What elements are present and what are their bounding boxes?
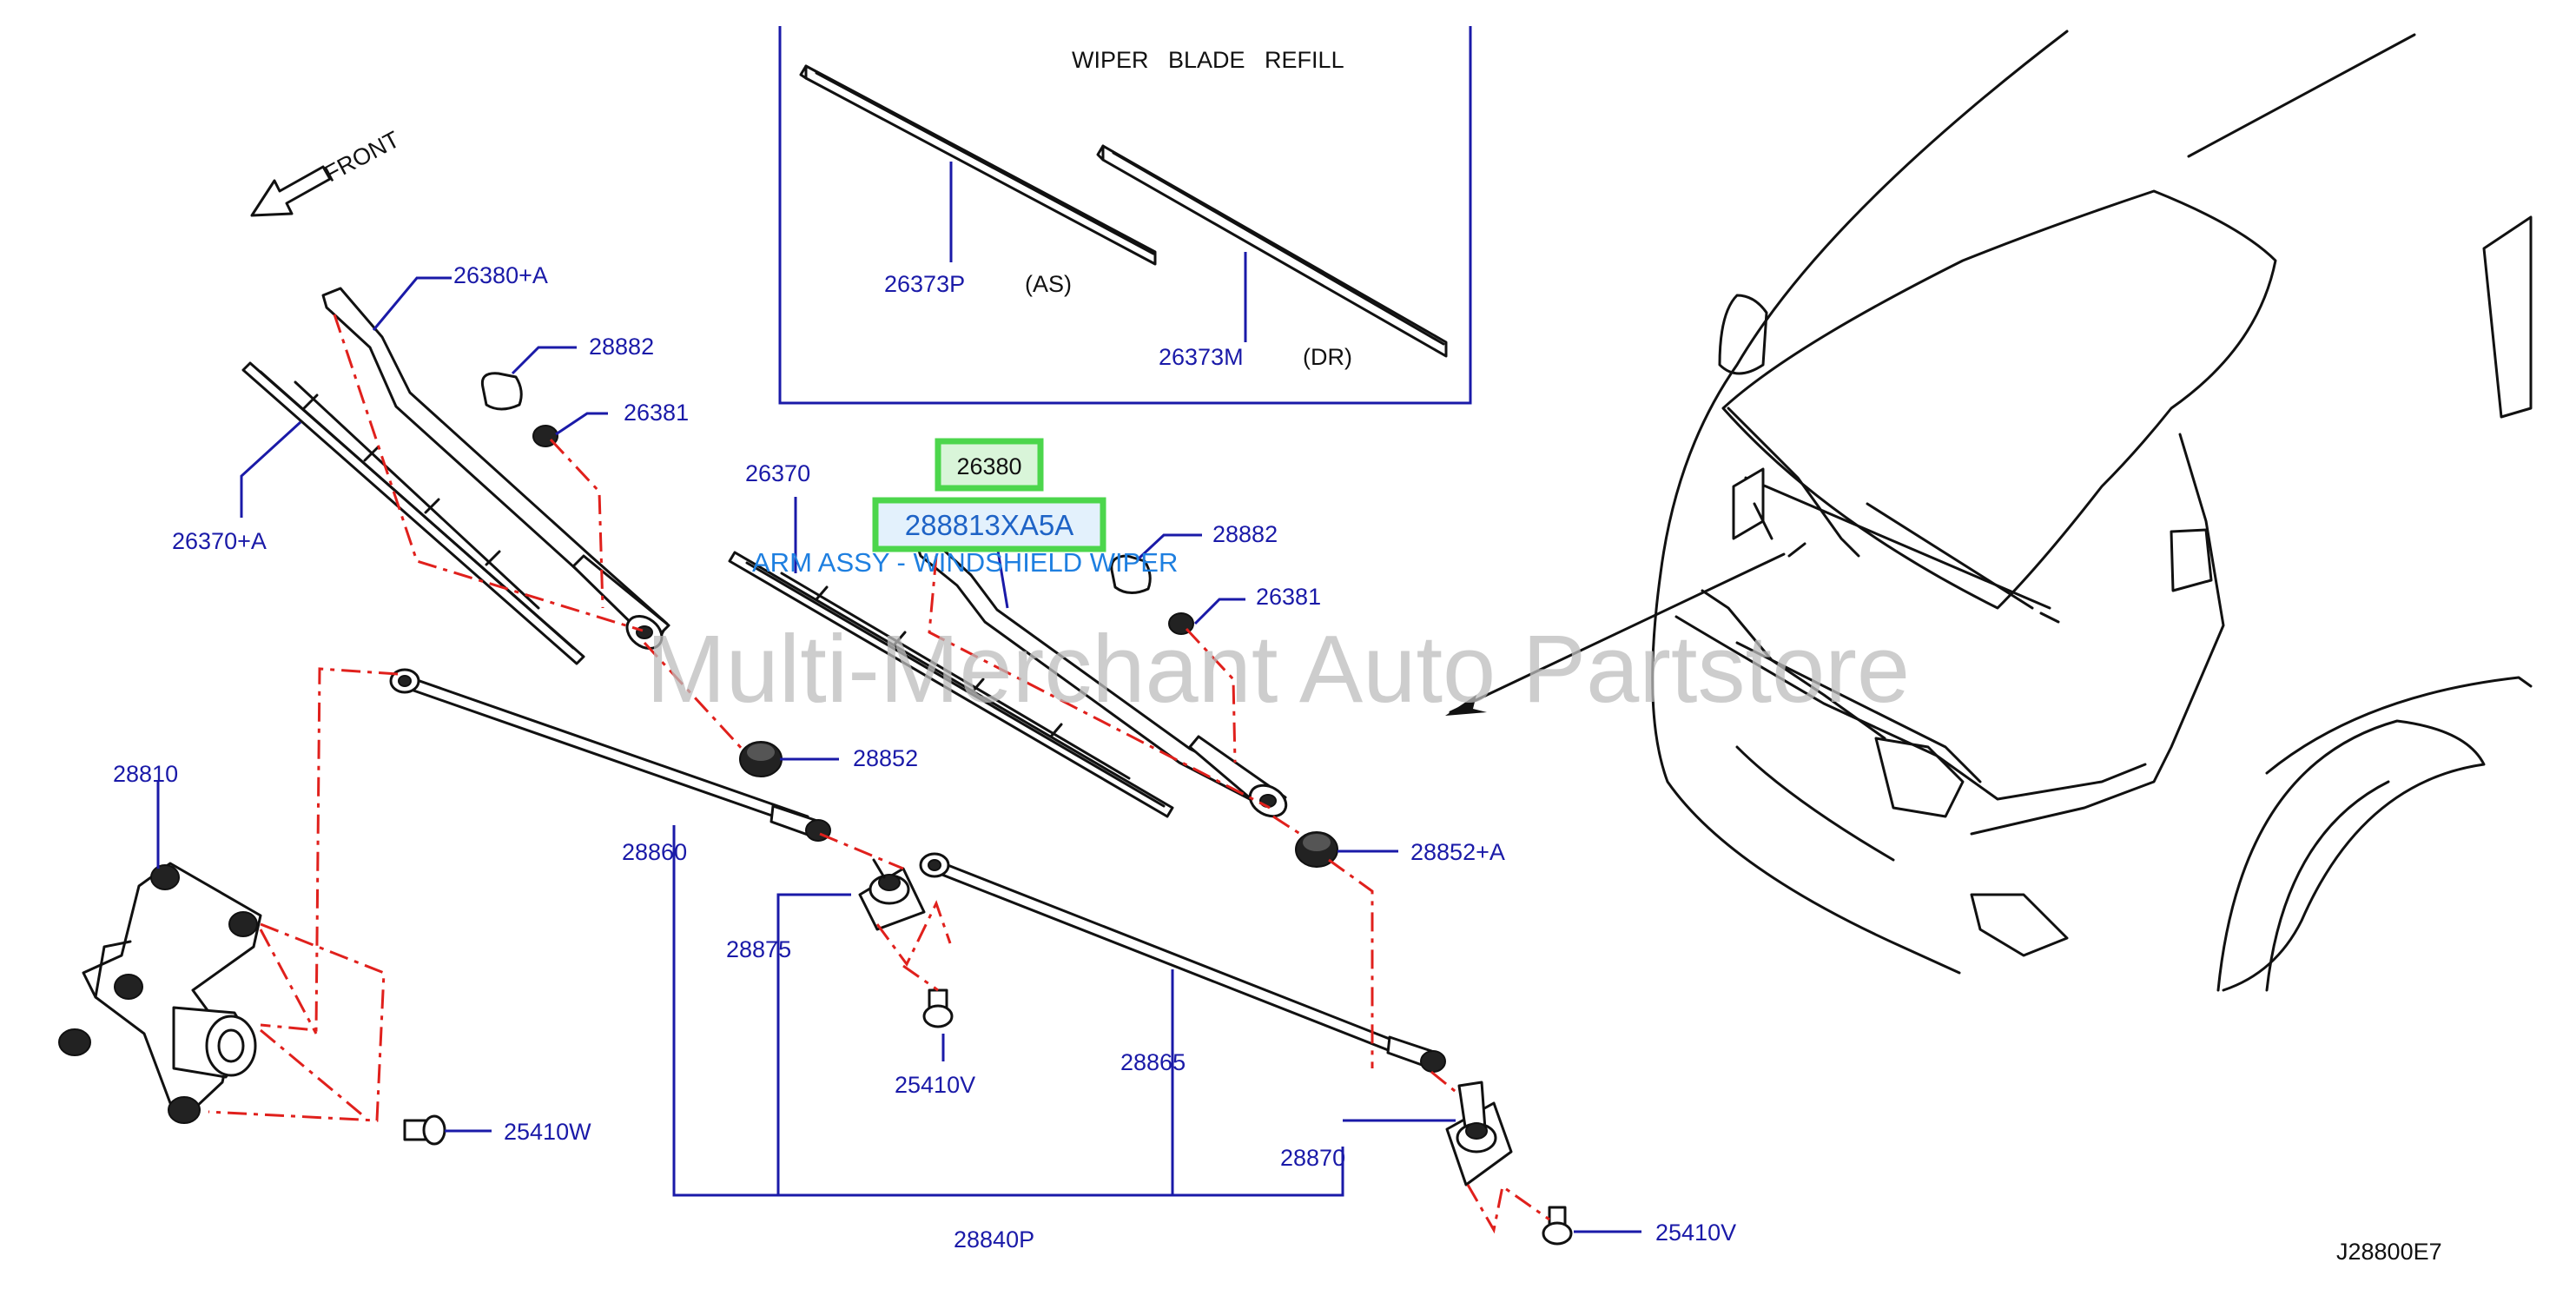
label-28865[interactable]: 28865 bbox=[1120, 1049, 1186, 1075]
leader-28882-right bbox=[1136, 533, 1202, 561]
label-26373m: 26373M bbox=[1159, 344, 1244, 370]
label-25410v-center[interactable]: 25410V bbox=[895, 1072, 975, 1098]
leader-lines bbox=[156, 276, 1641, 1233]
leader-28875 bbox=[776, 893, 851, 1195]
label-28860[interactable]: 28860 bbox=[622, 839, 687, 865]
cap-left-28882[interactable] bbox=[480, 372, 523, 411]
leader-26380a bbox=[372, 276, 452, 331]
highlight-part-name: ARM ASSY - WINDSHIELD WIPER bbox=[752, 547, 1178, 578]
label-26370a[interactable]: 26370+A bbox=[172, 528, 267, 554]
wiper-motor[interactable] bbox=[58, 862, 262, 1124]
part-labels: 26380+A 28882 26381 26370+A 26370 28882 … bbox=[113, 262, 2442, 1265]
leader-28840p bbox=[672, 825, 1344, 1197]
leader-26381-left bbox=[555, 412, 608, 436]
front-direction-arrow: FRONT bbox=[250, 126, 404, 217]
label-26380a[interactable]: 26380+A bbox=[453, 262, 548, 288]
grommet-28852[interactable] bbox=[739, 741, 783, 777]
assembly-hidden-lines bbox=[208, 314, 1550, 1234]
pivot-left[interactable] bbox=[858, 858, 926, 931]
inset-wiper-blade-refill: WIPER BLADE REFILL 26373P (AS) 26373M (D… bbox=[778, 26, 1472, 405]
leader-28882-left bbox=[511, 346, 577, 375]
label-28852[interactable]: 28852 bbox=[853, 745, 918, 771]
refill-strip-dr[interactable] bbox=[1096, 144, 1448, 358]
grommet-28852a[interactable] bbox=[1295, 831, 1338, 868]
label-26373p-side: (AS) bbox=[1025, 271, 1072, 297]
watermark: Multi-Merchant Auto Partstore bbox=[646, 616, 1910, 723]
pivot-right[interactable] bbox=[1445, 1081, 1513, 1187]
highlight-oem-number[interactable]: 288813XA5A bbox=[905, 509, 1074, 541]
highlight-box-oem-number[interactable] bbox=[872, 497, 1106, 552]
wiper-blade-left[interactable] bbox=[241, 361, 585, 665]
label-28875[interactable]: 28875 bbox=[726, 936, 791, 962]
label-25410v-right[interactable]: 25410V bbox=[1655, 1220, 1736, 1246]
link-rod-left[interactable] bbox=[389, 668, 831, 842]
highlight-box-part-number[interactable] bbox=[935, 438, 1044, 492]
label-28870[interactable]: 28870 bbox=[1280, 1145, 1345, 1171]
label-25410w[interactable]: 25410W bbox=[504, 1119, 591, 1145]
front-arrow-icon bbox=[250, 165, 332, 217]
vehicle-outline bbox=[1445, 30, 2533, 992]
wiper-blade-right[interactable] bbox=[728, 551, 1174, 818]
label-28810[interactable]: 28810 bbox=[113, 761, 178, 787]
bolt-25410w[interactable] bbox=[403, 1114, 446, 1146]
refill-strip-as[interactable] bbox=[799, 64, 1157, 266]
highlight-part-number[interactable]: 26380 bbox=[956, 453, 1021, 479]
label-26381-left[interactable]: 26381 bbox=[624, 400, 689, 426]
link-rod-right[interactable] bbox=[919, 852, 1446, 1073]
label-26373m-side: (DR) bbox=[1303, 344, 1352, 370]
bolt-25410v-right[interactable] bbox=[1542, 1206, 1573, 1246]
label-26370[interactable]: 26370 bbox=[745, 460, 810, 486]
highlight-selected-part[interactable]: 26380 288813XA5A ARM ASSY - WINDSHIELD W… bbox=[752, 438, 1178, 578]
leader-26381-right bbox=[1193, 598, 1245, 625]
label-26381-right[interactable]: 26381 bbox=[1256, 584, 1321, 610]
wiper-arm-right[interactable] bbox=[915, 537, 1291, 823]
label-28840p[interactable]: 28840P bbox=[954, 1226, 1034, 1253]
label-26373p: 26373P bbox=[884, 271, 965, 297]
front-label: FRONT bbox=[320, 126, 404, 187]
cap-right-28882[interactable] bbox=[1110, 554, 1152, 594]
diagram-code: J28800E7 bbox=[2336, 1239, 2442, 1265]
label-28882-right[interactable]: 28882 bbox=[1212, 521, 1278, 547]
inset-title: WIPER BLADE REFILL bbox=[1072, 47, 1344, 73]
leader-26370a bbox=[240, 420, 302, 518]
label-28882-left[interactable]: 28882 bbox=[589, 334, 654, 360]
bolt-25410v-center[interactable] bbox=[922, 988, 954, 1028]
label-28852a[interactable]: 28852+A bbox=[1410, 839, 1505, 865]
